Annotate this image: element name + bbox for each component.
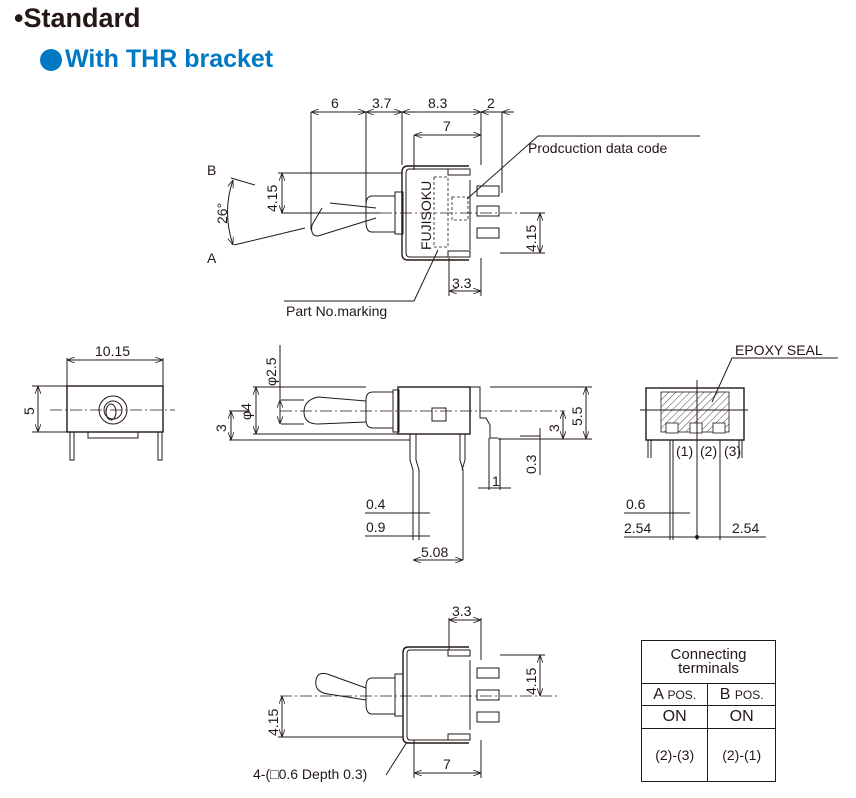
epoxy-seal-label: EPOXY SEAL	[735, 342, 823, 358]
dim-2-54-left: 2.54	[624, 520, 651, 536]
col-b-pos-text: POS.	[734, 687, 764, 702]
col-a-pos: A POS.	[640, 683, 709, 706]
position-a-label: A	[207, 250, 217, 266]
part-no-label: Part No.marking	[286, 303, 387, 319]
rear-view-drawing: (1) (2) (3) EPOXY SEAL 0.6 2.54 2.54	[624, 342, 838, 540]
dim-phi-2-5: φ2.5	[263, 357, 279, 386]
col-b-letter: B	[719, 685, 731, 703]
dim-8-3: 8.3	[428, 95, 448, 111]
state-b: ON	[707, 705, 776, 729]
fujisoku-marking: FUJISOKU	[418, 181, 434, 250]
bottom-view-drawing: 3.3 4.15 4.15 7 4-(□0.6 Depth 0.3)	[253, 603, 560, 782]
dim-7: 7	[443, 118, 451, 134]
dim-2: 2	[487, 95, 495, 111]
dim-0-9: 0.9	[366, 519, 386, 535]
terminal-1-label: (1)	[676, 443, 693, 459]
dim-0-6: 0.6	[626, 496, 646, 512]
hole-note: 4-(□0.6 Depth 0.3)	[253, 766, 367, 782]
table-title-text: Connecting terminals	[670, 646, 747, 677]
dim-5-08: 5.08	[421, 544, 448, 560]
side-view-drawing: φ2.5 φ4 3 5.5 3 0.3 1 0.4 0.9 5.08	[213, 345, 592, 560]
connecting-terminals-table: Connecting terminals A POS. B POS. ON ON…	[640, 640, 776, 782]
state-a: ON	[640, 705, 709, 729]
date-code-label: Prodcuction data code	[528, 140, 668, 156]
dim-0-4: 0.4	[366, 496, 386, 512]
terminals-a: (2)-(3)	[640, 728, 709, 782]
subtitle-text: With THR bracket	[65, 45, 274, 73]
dim-6: 6	[331, 95, 339, 111]
dim-3-left: 3	[213, 424, 229, 432]
terminal-3-label: (3)	[724, 443, 741, 459]
table-title: Connecting terminals	[641, 640, 776, 684]
bottom-dim-4-15-left: 4.15	[265, 709, 281, 736]
dim-4-15-right: 4.15	[523, 225, 539, 252]
col-a-letter: A	[653, 685, 663, 703]
col-b-pos: B POS.	[707, 683, 776, 706]
page-title: •Standard	[14, 3, 141, 33]
front-view-drawing: 10.15 5	[21, 343, 175, 461]
bottom-dim-3-3: 3.3	[452, 603, 472, 619]
bottom-dim-4-15-right: 4.15	[523, 668, 539, 695]
position-b-label: B	[207, 162, 216, 178]
dim-3-right: 3	[546, 424, 562, 432]
dim-3-3: 3.3	[452, 275, 472, 291]
col-a-pos-text: POS.	[667, 687, 697, 702]
bullet-circle-icon	[40, 48, 62, 71]
dim-26-deg: 26°	[214, 203, 230, 224]
bottom-dim-7: 7	[443, 756, 451, 772]
section-subtitle: With THR bracket	[40, 45, 273, 74]
dim-3-7: 3.7	[372, 95, 392, 111]
dim-5: 5	[21, 407, 37, 415]
dim-0-3: 0.3	[523, 454, 539, 474]
terminal-2-label: (2)	[700, 443, 717, 459]
dim-2-54-right: 2.54	[732, 520, 759, 536]
terminals-b: (2)-(1)	[707, 728, 776, 782]
dim-1: 1	[492, 473, 500, 489]
dim-5-5: 5.5	[569, 406, 585, 426]
dim-4-15-left: 4.15	[264, 185, 280, 212]
top-view-drawing: 6 3.7 8.3 2 7 FUJISOKU 26° B A 4.15 4.15…	[207, 95, 700, 319]
dim-10-15: 10.15	[95, 343, 130, 359]
